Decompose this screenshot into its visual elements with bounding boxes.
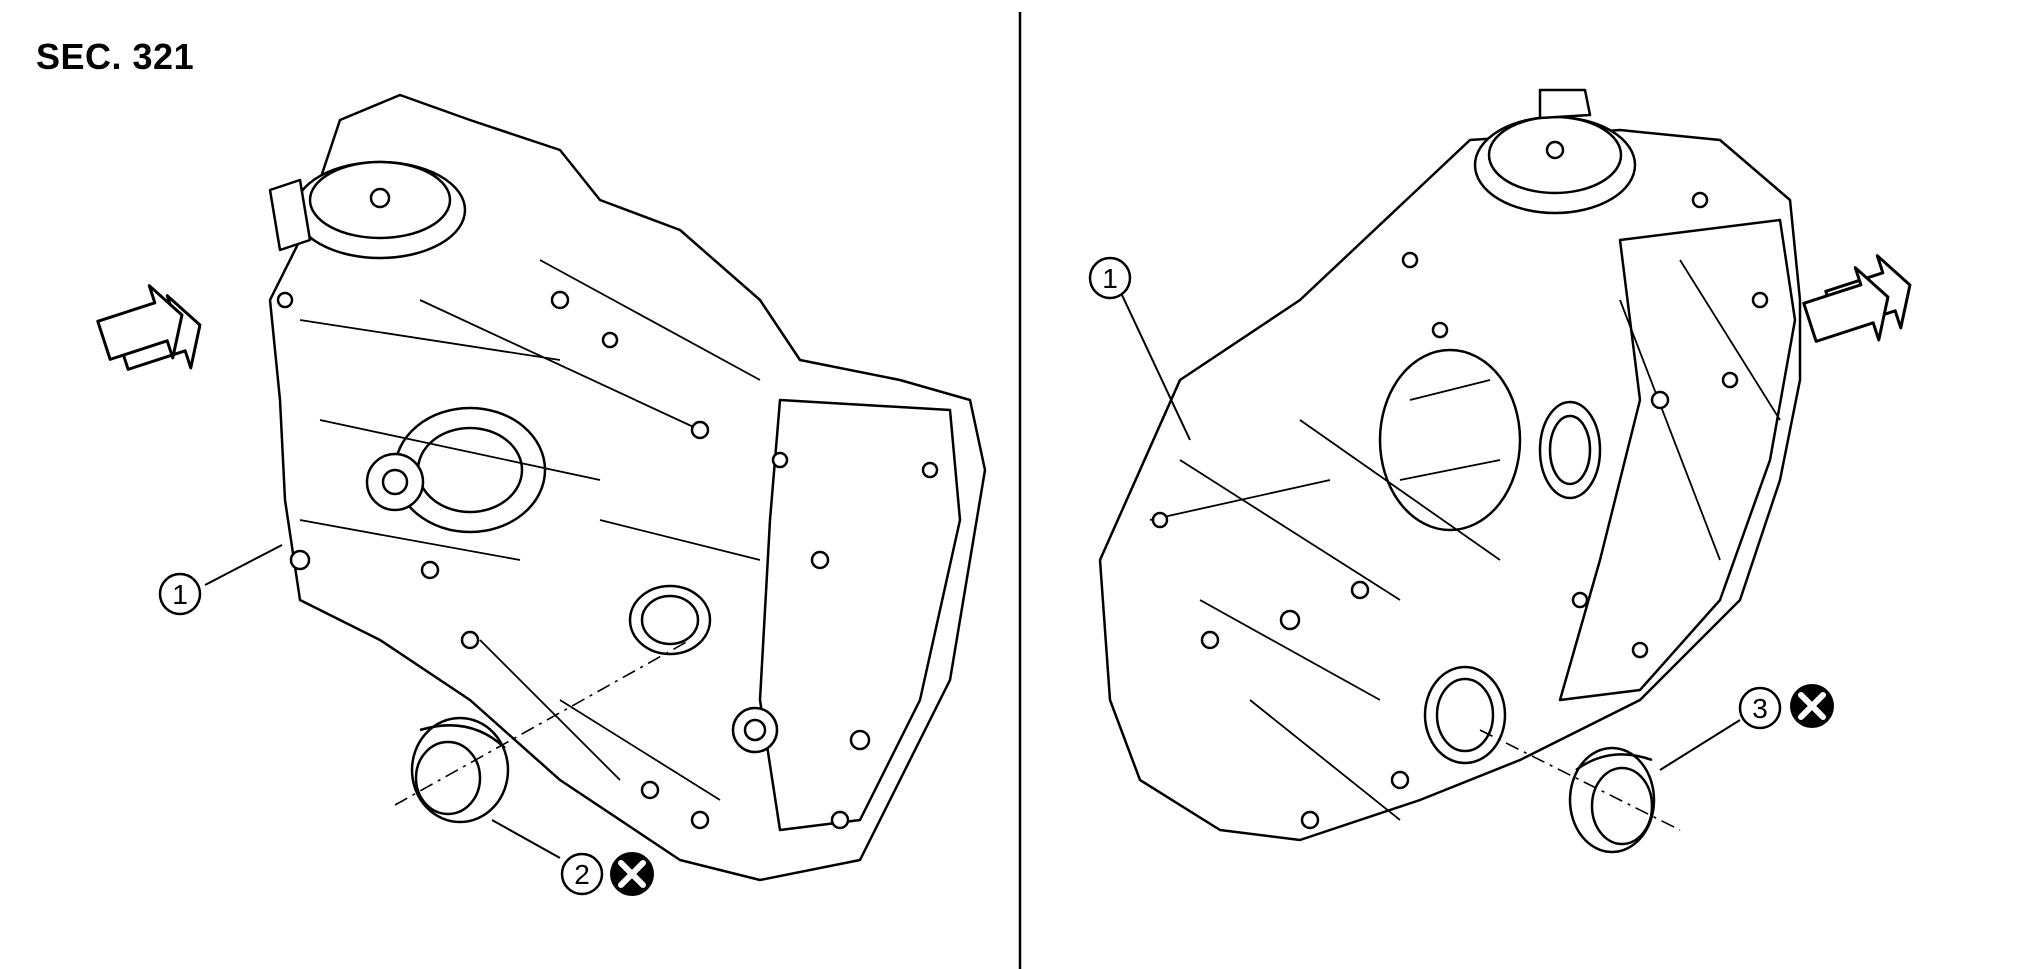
left-view: 1 2 [96,93,987,896]
left-housing-leader [204,544,283,586]
left-seal-leader [491,819,561,859]
callout-left-seal-label: 2 [574,859,590,890]
callout-left-housing-label: 1 [172,579,188,610]
right-seal-axis-line [1479,729,1681,831]
right-transaxle-housing [1098,88,1802,842]
left-transaxle-housing [268,93,987,882]
callout-right-seal: 3 [1738,686,1782,730]
callout-left-housing: 1 [158,572,202,616]
right-oil-seal [1568,746,1656,854]
left-direction-arrow-icon [96,284,202,371]
right-view: 1 3 [1088,88,1912,854]
callout-right-housing-label: 1 [1102,263,1118,294]
do-not-reuse-x-circle-icon [1790,684,1834,728]
right-seal-leader [1659,719,1741,771]
right-housing-bolts [1151,191,1769,830]
callout-right-seal-label: 3 [1752,693,1768,724]
left-housing-bolts [276,290,939,830]
do-not-reuse-x-circle-icon [610,852,654,896]
left-oil-seal [410,716,510,824]
callout-right-housing: 1 [1088,256,1132,300]
left-seal-axis-line [394,639,691,806]
right-housing-leader [1121,294,1191,441]
right-direction-arrow-icon [1802,254,1912,343]
section-label: SEC. 321 [36,36,195,77]
callout-left-seal: 2 [560,852,604,896]
